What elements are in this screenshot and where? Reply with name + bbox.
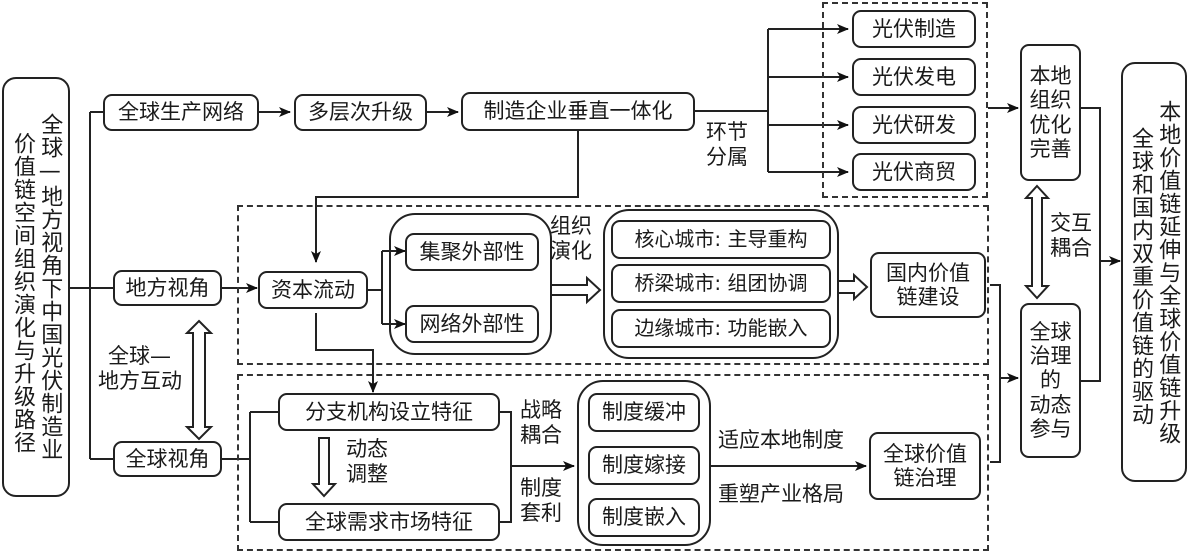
global-perspective-box: 全球视角 [113,441,222,477]
city-roles-group [603,209,839,359]
hollow-arrow-org-evolution [550,275,602,305]
global-production-network-box: 全球生产网络 [103,94,259,131]
final-outcome-box: 本地价值链延伸与全球价值链升级 全球和国内双重价值链的驱动 [1121,62,1187,482]
local-perspective-group [237,205,989,365]
hollow-arrow-dynamic-adjust [310,437,338,498]
global-perspective-group [237,374,989,551]
pv-segment-trade: 光伏商贸 [852,153,976,191]
institution-mode-graft: 制度嫁接 [588,446,700,485]
externalities-group [389,213,552,355]
title-col-right: 全球—地方视角下中国光伏制造业 [37,113,63,461]
strategy-coupling-label: 战略 耦合 [520,398,562,448]
reshape-industry-pattern-label: 重塑产业格局 [718,482,844,506]
dynamic-adjust-label: 动态 调整 [346,437,388,487]
final-col-left: 全球和国内双重价值链的驱动 [1128,126,1153,426]
title-col-left: 价值链空间组织演化与升级路径 [10,132,35,454]
pv-segment-manufacturing: 光伏制造 [852,10,976,48]
city-role-core: 核心城市: 主导重构 [611,220,831,259]
interaction-coupling-label: 交互 耦合 [1050,211,1092,261]
domestic-value-chain-box: 国内价值 链建设 [870,252,986,318]
adapt-local-institution-label: 适应本地制度 [718,428,844,452]
pv-segment-rd: 光伏研发 [852,106,976,144]
gvc-governance-box: 全球价值 链治理 [869,432,981,500]
branch-features-box: 分支机构设立特征 [278,393,500,431]
institution-mode-buffer: 制度缓冲 [588,393,700,432]
segment-affiliation-label: 环节 分属 [706,120,748,170]
city-role-peripheral: 边缘城市: 功能嵌入 [611,309,831,348]
global-governance-participation-box: 全球 治理 的 动态 参与 [1020,303,1081,458]
hollow-double-arrow-global-local [184,319,214,441]
domestic-chain-bracket [990,284,1001,463]
integration-to-capital [311,131,579,263]
multi-level-upgrade-box: 多层次升级 [294,94,427,131]
institution-modes-group [577,380,711,546]
final-collect [1081,107,1101,382]
title-box: 全球—地方视角下中国光伏制造业 价值链空间组织演化与升级路径 [2,77,70,497]
org-evolution-label: 组织 演化 [550,214,592,264]
institution-mode-embed: 制度嵌入 [588,498,700,537]
global-demand-box: 全球需求市场特征 [278,503,500,541]
capital-flow-box: 资本流动 [258,271,368,309]
capital-to-branch [315,313,378,393]
pv-segments-group [822,2,988,198]
vertical-integration-box: 制造企业垂直一体化 [461,92,695,131]
network-externality-box: 网络外部性 [405,305,539,343]
hollow-double-arrow-interaction [1023,184,1051,300]
local-org-optimization-box: 本地 组织 优化 完善 [1020,44,1081,181]
global-local-interaction-label: 全球— 地方互动 [98,344,182,394]
pv-segment-power: 光伏发电 [852,58,976,96]
local-perspective-box: 地方视角 [113,270,222,306]
final-col-right: 本地价值链延伸与全球价值链升级 [1155,99,1181,445]
agglomeration-externality-box: 集聚外部性 [405,233,539,271]
institution-arbitrage-label: 制度 套利 [520,476,562,526]
city-role-bridge: 桥梁城市: 组团协调 [611,264,831,303]
hollow-arrow-to-domestic-chain [837,272,869,302]
